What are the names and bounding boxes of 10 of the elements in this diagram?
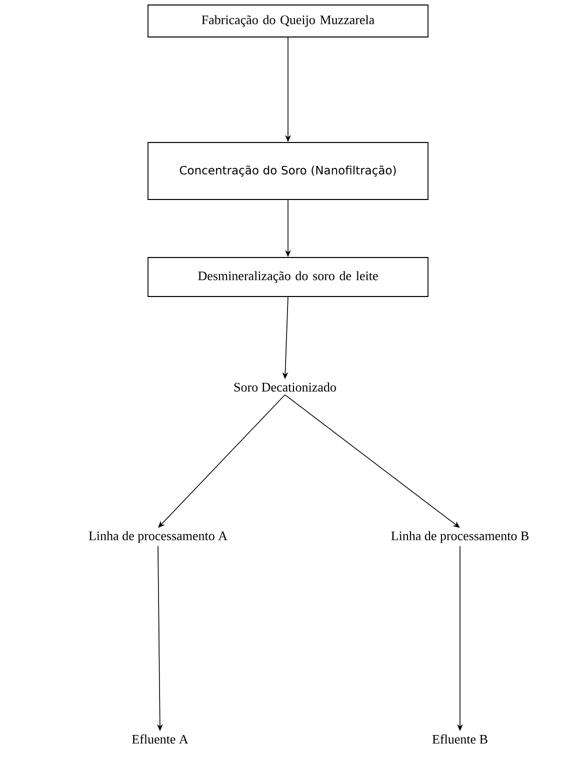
arrow — [284, 394, 460, 528]
arrow — [158, 394, 286, 528]
process-label: Soro Decationizado — [234, 382, 336, 392]
process-label: Efluente B — [432, 734, 488, 744]
process-label: Efluente A — [132, 734, 188, 744]
process-box: Desmineralização do soro de leite — [148, 257, 428, 297]
process-box: Concentração do Soro (Nanofiltração) — [148, 142, 428, 200]
process-label: Linha de processamento A — [88, 531, 228, 543]
process-label: Linha de processamento B — [391, 531, 528, 543]
process-box: Fabricação do Queijo Muzzarela — [148, 4, 428, 38]
